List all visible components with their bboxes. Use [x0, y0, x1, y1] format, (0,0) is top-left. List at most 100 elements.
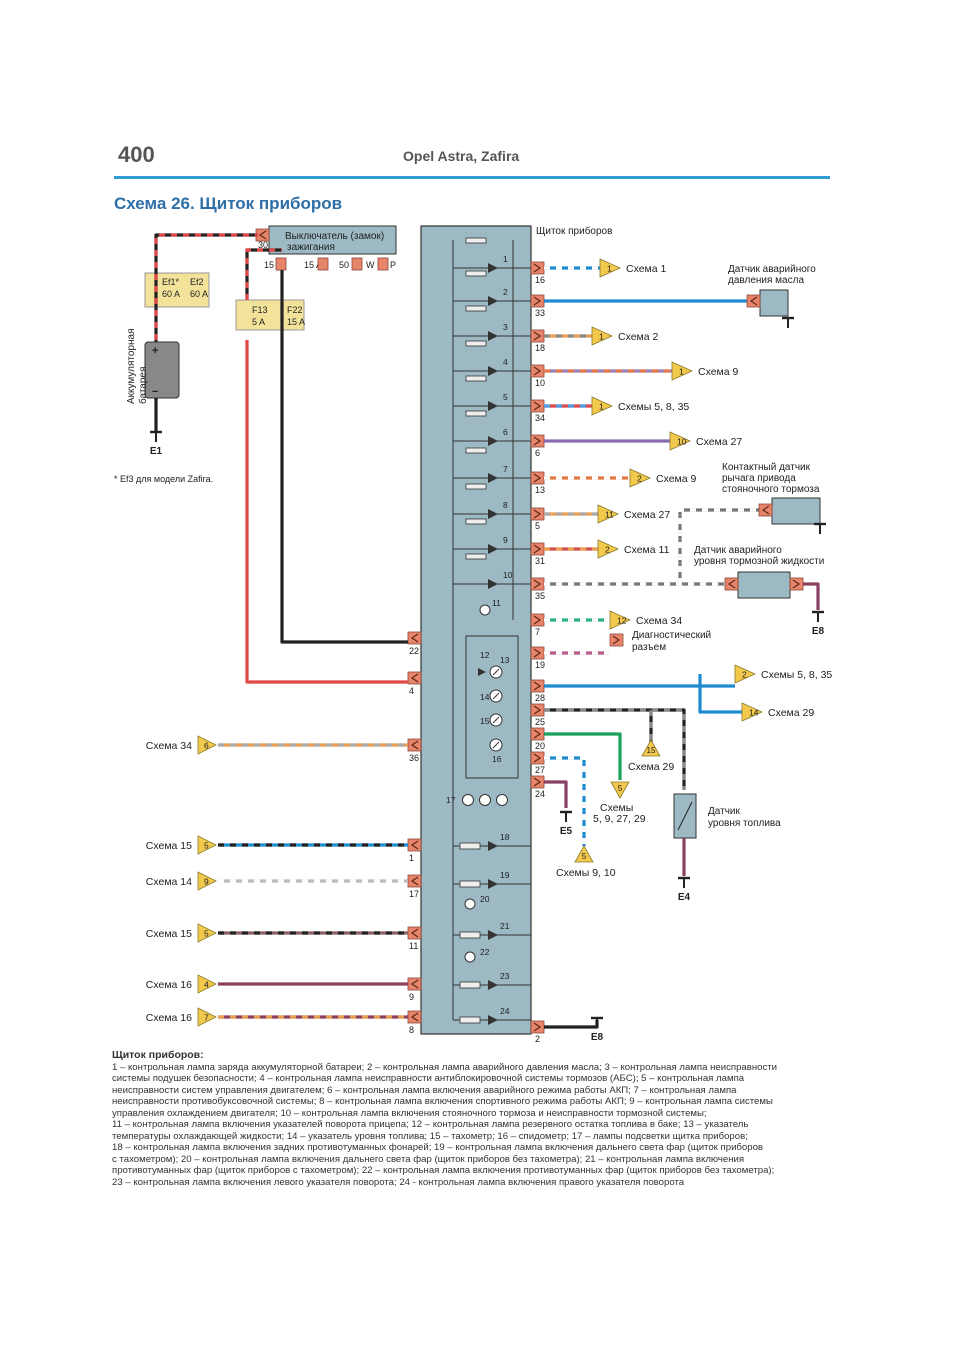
- battery-plus: +: [152, 345, 158, 357]
- ref-left-16-label: Схема 16: [146, 979, 192, 991]
- right-pin-connector-mark: [533, 777, 542, 787]
- right-pin-connector-mark: [533, 1022, 542, 1032]
- wire-pin20: [544, 732, 622, 780]
- gauge-needle: [492, 668, 500, 676]
- led-icon: [488, 930, 498, 940]
- diag-connector-mark: [612, 635, 621, 645]
- led-icon: [488, 841, 498, 851]
- wire-pin25-stripe: [544, 708, 686, 790]
- ref-scheme-27-label: Схема 27: [696, 436, 742, 448]
- wire-brake-switch-stripe: [678, 508, 760, 584]
- brake-fluid-label: Датчик аварийного: [694, 545, 782, 556]
- ref-scheme-29b-arrow: [641, 739, 661, 757]
- ref-scheme-9b-num: 2: [637, 474, 642, 484]
- lamp-number: 14: [480, 692, 490, 702]
- footnote: * Ef3 для модели Zafira.: [114, 474, 213, 484]
- right-pin-connector-mark: [533, 473, 542, 483]
- right-pin-number: 6: [535, 448, 540, 458]
- wire-fuse-feed: [245, 248, 282, 300]
- oil-pressure-sensor: [759, 289, 789, 317]
- left-pin-connector-mark: [410, 633, 419, 643]
- lamp-number: 9: [503, 535, 508, 545]
- ref-scheme-29-arrow: [741, 702, 763, 722]
- ignition-pin: 30: [258, 240, 268, 250]
- right-pin-connector-mark: [533, 729, 542, 739]
- battery-ground-label: E1: [150, 446, 163, 457]
- left-pin-connector: [407, 631, 422, 645]
- ref-scheme-9-arrow: [671, 361, 693, 381]
- resistor-icon: [465, 553, 487, 560]
- ignition-pin: 15: [264, 260, 274, 270]
- right-pin-connector-mark: [533, 648, 542, 658]
- right-pin-number: 10: [535, 378, 545, 388]
- lamp-number: 11: [492, 598, 501, 608]
- ref-scheme-9-10-arrow: [574, 845, 594, 863]
- ignition-pin: P: [390, 260, 396, 270]
- left-pin-number: 22: [409, 646, 419, 656]
- instrument-panel: [420, 225, 532, 1035]
- ignition-pin: W: [366, 260, 375, 270]
- right-pin-number: 5: [535, 521, 540, 531]
- left-pin-number: 9: [409, 992, 414, 1002]
- left-pin-number: 11: [409, 941, 418, 951]
- ref-scheme-27-num: 10: [677, 437, 687, 447]
- bulb-icon: [464, 898, 476, 910]
- legend-line: 11 – контрольная лампа включения указате…: [112, 1119, 749, 1130]
- left-pin-number: 8: [409, 1025, 414, 1035]
- oil-sensor-label: Датчик аварийного: [728, 264, 816, 275]
- left-pin-connector: [407, 738, 422, 752]
- lamp-number: 19: [500, 870, 510, 880]
- fuel-sensor-label: уровня топлива: [708, 818, 781, 829]
- resistor-icon: [465, 340, 487, 347]
- right-pin-connector-mark: [533, 509, 542, 519]
- backlight-bulb-icon: [462, 794, 474, 806]
- ground-e8-label: E8: [812, 626, 825, 637]
- ref-scheme-29-num: 14: [749, 708, 759, 718]
- legend-line: температуры охлаждающей жидкости; 14 – у…: [112, 1130, 748, 1142]
- resistor-icon: [465, 270, 487, 277]
- ignition-pin: 15 A: [304, 260, 322, 270]
- ref-scheme-2-label: Схема 2: [618, 331, 659, 343]
- wire-brake-fluid-ground: [803, 582, 820, 610]
- ignition-pin-connector: [317, 257, 329, 271]
- ground-e5-label: E5: [560, 826, 573, 837]
- resistor-icon: [465, 410, 487, 417]
- left-pin-number: 1: [409, 853, 414, 863]
- ref-scheme-9-10-arrow-num: 5: [582, 852, 587, 861]
- resistor-icon: [465, 305, 487, 312]
- diag-label: разъем: [632, 642, 666, 653]
- fuse-label: 60 A: [162, 289, 180, 299]
- ref-left-16-num: 4: [204, 980, 209, 990]
- ignition-switch-label: Выключатель (замок): [285, 231, 384, 242]
- fuse-label: F13: [252, 305, 268, 315]
- diag-connector: [609, 633, 624, 647]
- ref-scheme-27b-label: Схема 27: [624, 509, 670, 521]
- oil-sensor-connector: [746, 294, 761, 308]
- right-pin-number: 7: [535, 627, 540, 637]
- legend-title: Щиток приборов:: [112, 1049, 204, 1061]
- resistor-icon: [459, 842, 481, 850]
- legend: Щиток приборов: 1 – контрольная лампа за…: [112, 1049, 834, 1188]
- right-pin-connector: [530, 399, 545, 413]
- wire-pin25: [544, 708, 686, 790]
- right-pin-number: 18: [535, 343, 545, 353]
- panel-label: Щиток приборов: [536, 225, 612, 237]
- right-pin-number: 31: [535, 556, 545, 566]
- ref-left-14-num: 9: [204, 877, 209, 887]
- ignition-pin: 50: [339, 260, 349, 270]
- right-pin-number: 24: [535, 789, 545, 799]
- right-pin-connector: [530, 329, 545, 343]
- ref-scheme-5-8-35-num: 1: [599, 402, 604, 412]
- wire-pin2: [544, 1020, 599, 1029]
- left-pin-connector: [407, 1010, 422, 1024]
- brake-switch-label: Контактный датчик: [722, 462, 811, 473]
- left-pin-connector-mark: [410, 1012, 419, 1022]
- resistor-icon: [459, 1016, 481, 1024]
- fuel-sensor-slider-icon: [677, 801, 693, 831]
- wire-pin24: [544, 780, 568, 808]
- ref-scheme-5-8-35b-arrow: [734, 664, 756, 684]
- left-pin-connector-mark: [410, 673, 419, 683]
- brake-fluid-connector-out-mark: [792, 579, 801, 589]
- right-pin-connector: [530, 679, 545, 693]
- legend-line: управления охлаждением двигателя; 10 – к…: [112, 1107, 707, 1119]
